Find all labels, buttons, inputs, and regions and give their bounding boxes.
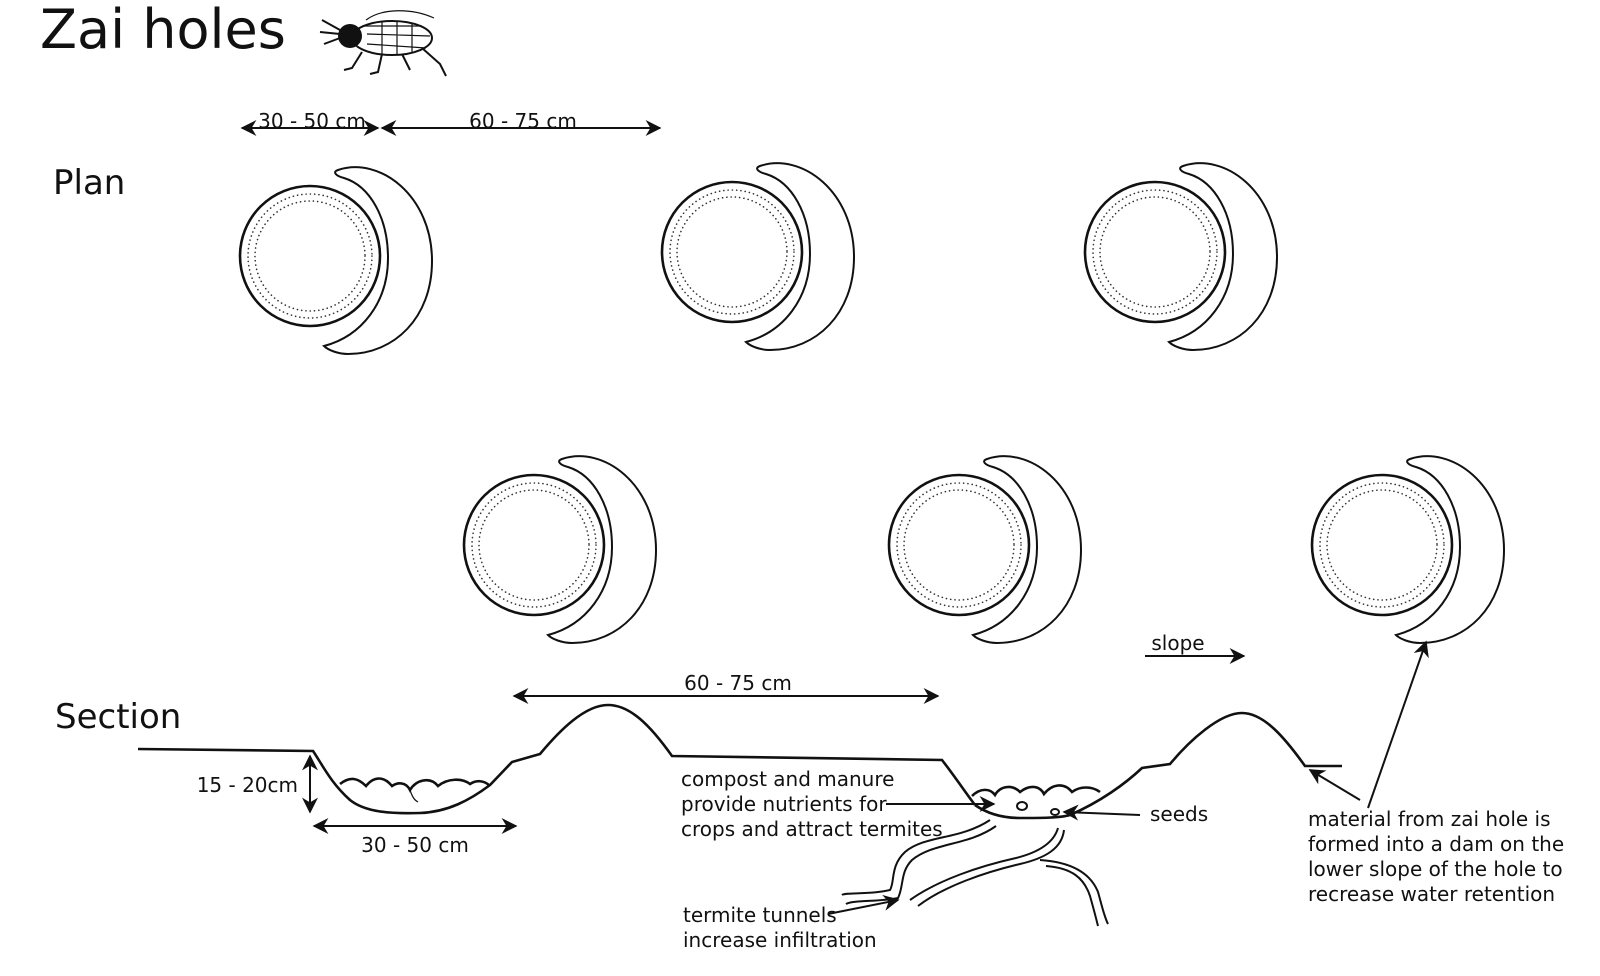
seeds-annotation: seeds — [1150, 802, 1208, 826]
compost-mound — [339, 777, 491, 793]
zai-hole-plan — [887, 454, 1083, 645]
seed — [1016, 801, 1028, 811]
plan-hole-dimension-label: 30 - 50 cm — [258, 109, 366, 133]
material-pointer-arrow-plan — [1367, 640, 1429, 809]
seeds-pointer-arrow — [1062, 804, 1141, 821]
zai-hole-plan — [660, 161, 856, 352]
termite-tunnels — [841, 819, 1109, 927]
termite-pointer-arrow — [827, 894, 900, 915]
seed — [1050, 808, 1060, 816]
zai-hole-plan — [462, 454, 658, 645]
ground-profile — [137, 703, 1342, 817]
zai-hole-plan — [1083, 161, 1279, 352]
material-annotation: material from zai hole is formed into a … — [1308, 807, 1571, 906]
slope-label: slope — [1151, 631, 1204, 655]
diagram-title: Zai holes — [40, 0, 286, 61]
zai-hole-plan — [238, 165, 434, 356]
termite-tunnels-annotation: termite tunnels increase infiltration — [683, 903, 877, 952]
zai-hole-plan — [1310, 454, 1506, 645]
section-spacing-dimension-label: 60 - 75 cm — [684, 671, 792, 695]
plan-heading: Plan — [53, 163, 125, 203]
plan-spacing-dimension-label: 60 - 75 cm — [469, 109, 577, 133]
material-pointer-arrow-section — [1308, 769, 1361, 801]
termite-icon — [319, 10, 447, 77]
hole-width-dimension-label: 30 - 50 cm — [361, 833, 469, 857]
depth-dimension-label: 15 - 20cm — [197, 773, 298, 797]
compost-annotation: compost and manure provide nutrients for… — [681, 767, 943, 841]
section-heading: Section — [55, 697, 181, 737]
